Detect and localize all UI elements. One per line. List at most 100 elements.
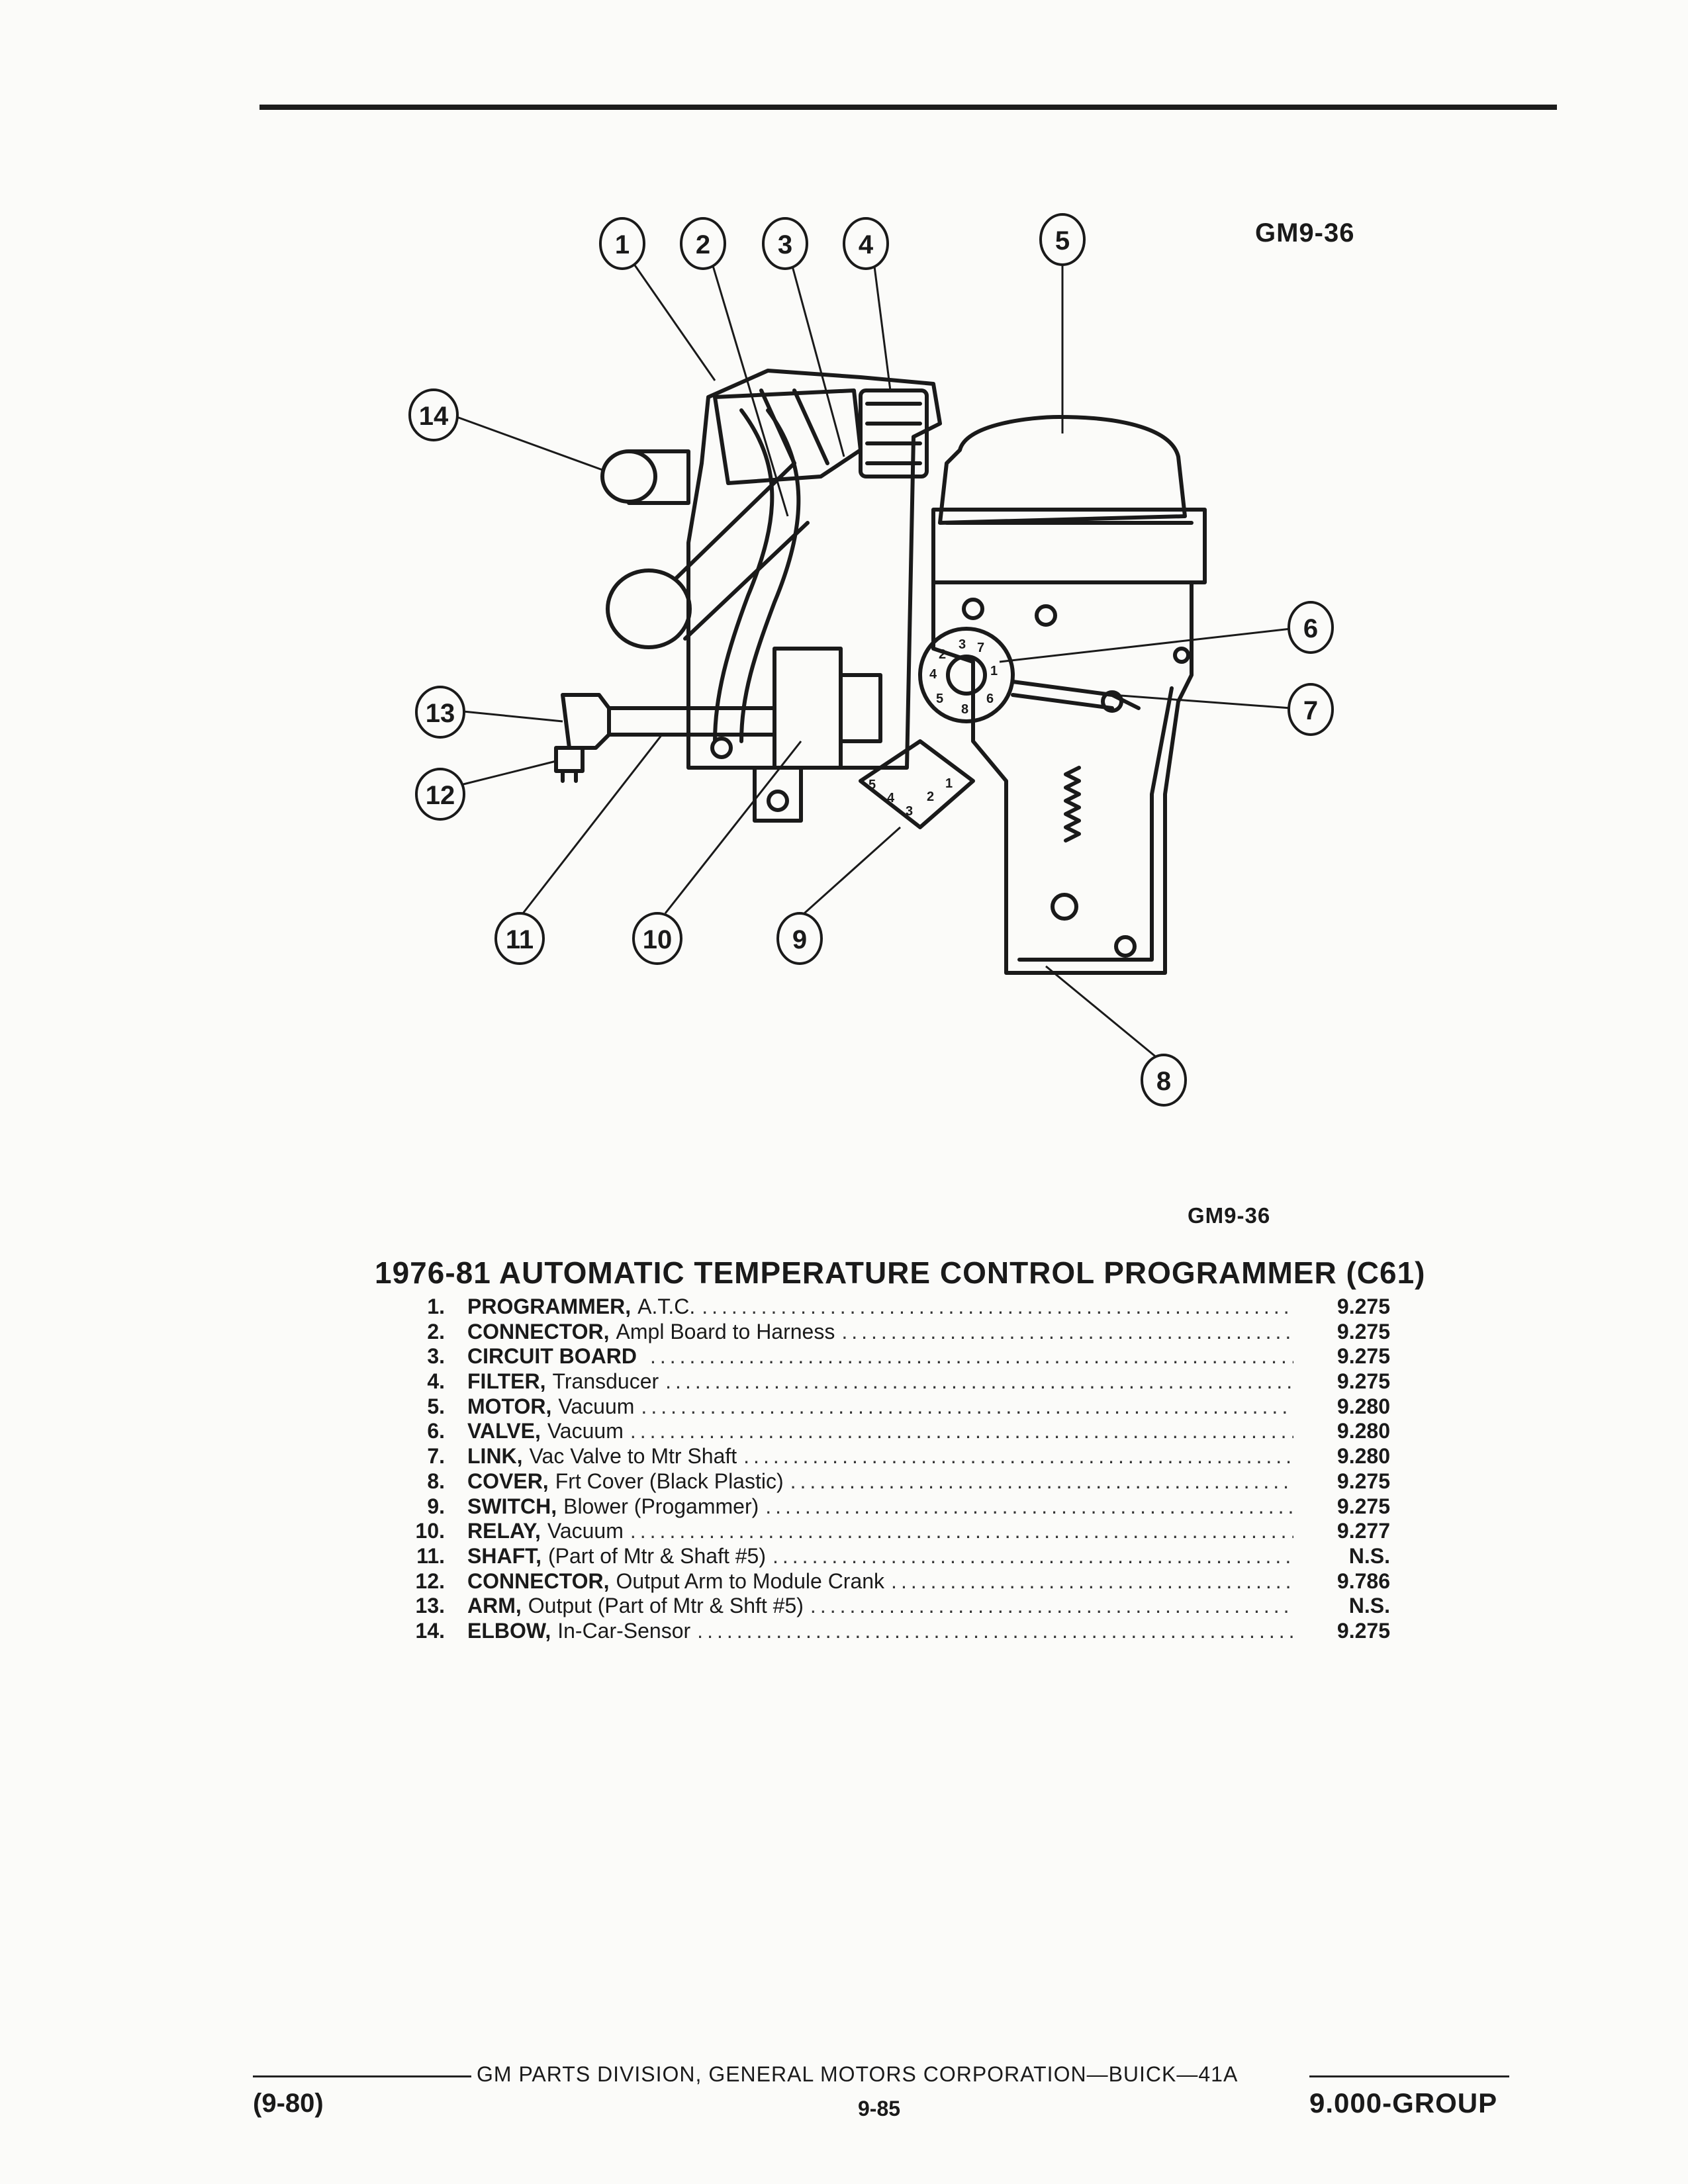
part-reference: 9.280: [1336, 1394, 1390, 1418]
part-reference: 9.275: [1336, 1295, 1390, 1318]
dot-leader: [891, 1569, 1293, 1594]
part-description: Blower (Progammer): [563, 1494, 759, 1518]
part-number: 3.: [427, 1344, 445, 1369]
part-reference: 9.275: [1336, 1469, 1390, 1493]
part-name: CONNECTOR,: [467, 1569, 610, 1593]
part-description: Vac Valve to Mtr Shaft: [529, 1444, 737, 1469]
parts-list: 1.PROGRAMMER,A.T.C.9.2752.CONNECTOR,Ampl…: [397, 1295, 1390, 1644]
part-description: Vacuum: [558, 1394, 635, 1418]
svg-text:14: 14: [419, 402, 449, 431]
dot-leader: [773, 1544, 1293, 1569]
footer-date: (9-80): [253, 2089, 324, 2118]
dot-leader: [630, 1419, 1293, 1443]
programmer-diagram: 2 3 7 4 1 5 8 6 5 4 3 2 1 1 2 3 4 5: [408, 213, 1334, 1107]
part-reference: 9.277: [1336, 1519, 1390, 1543]
part-description: (Part of Mtr & Shaft #5): [548, 1543, 766, 1568]
front-cover: [931, 580, 1194, 975]
transducer-filter: [859, 388, 929, 478]
svg-text:7: 7: [1303, 696, 1318, 725]
shaft: [607, 706, 776, 737]
svg-text:13: 13: [426, 699, 455, 728]
vacuum-hose: [713, 408, 774, 743]
parts-list-row: 8.COVER,Frt Cover (Black Plastic)9.275: [397, 1469, 1390, 1494]
part-name: COVER,: [467, 1469, 549, 1493]
footer-rule-right: [1309, 2075, 1509, 2077]
part-reference: 9.275: [1336, 1618, 1390, 1643]
part-description: Output (Part of Mtr & Shft #5): [528, 1594, 804, 1618]
pin-label: 8: [961, 702, 968, 717]
spring: [1064, 766, 1081, 842]
parts-list-row: 7.LINK,Vac Valve to Mtr Shaft9.280: [397, 1444, 1390, 1469]
part-reference: 9.275: [1336, 1319, 1390, 1343]
part-number: 4.: [427, 1369, 445, 1394]
callout-7: 7: [1288, 683, 1334, 736]
blower-switch: [859, 739, 975, 829]
dot-leader: [810, 1594, 1293, 1618]
part-description: Vacuum: [547, 1419, 624, 1443]
dot-leader: [702, 1295, 1293, 1319]
vacuum-relay: [773, 647, 843, 770]
figure-code-top: GM9-36: [1255, 218, 1355, 248]
dot-leader: [743, 1444, 1293, 1469]
part-description: Output Arm to Module Crank: [616, 1569, 885, 1593]
top-rule: [259, 105, 1557, 110]
svg-text:5: 5: [1055, 226, 1070, 255]
pin-label: 7: [977, 641, 984, 655]
part-reference: 9.275: [1336, 1494, 1390, 1518]
in-car-sensor-elbow: [600, 449, 657, 504]
callout-11: 11: [494, 912, 545, 965]
part-name: FILTER,: [467, 1369, 546, 1394]
parts-list-row: 13.ARM,Output (Part of Mtr & Shft #5)N.S…: [397, 1594, 1390, 1619]
part-name: PROGRAMMER,: [467, 1295, 632, 1318]
part-name: VALVE,: [467, 1419, 541, 1443]
dot-leader: [841, 1320, 1293, 1344]
parts-list-row: 10.RELAY,Vacuum9.277: [397, 1519, 1390, 1544]
parts-list-title: 1976-81 AUTOMATIC TEMPERATURE CONTROL PR…: [375, 1255, 1426, 1290]
parts-list-row: 1. PROGRAMMER,A.T.C. 9.275: [397, 1295, 1390, 1320]
part-name: SHAFT,: [467, 1543, 541, 1568]
svg-text:6: 6: [1303, 614, 1318, 643]
dot-leader: [765, 1494, 1293, 1519]
part-number: 1.: [427, 1295, 445, 1318]
parts-list-row: 9.SWITCH,Blower (Progammer)9.275: [397, 1494, 1390, 1520]
part-number: 8.: [427, 1469, 445, 1493]
pin-label: 6: [986, 692, 994, 706]
dot-leader: [641, 1394, 1293, 1419]
dot-leader: [665, 1369, 1293, 1394]
parts-list-row: 12.CONNECTOR,Output Arm to Module Crank9…: [397, 1569, 1390, 1594]
callout-12: 12: [415, 768, 465, 821]
part-number: 6.: [427, 1419, 445, 1443]
part-name: LINK,: [467, 1444, 523, 1469]
pin-label: 3: [959, 637, 966, 652]
svg-text:3: 3: [778, 230, 792, 259]
pin-label: 2: [939, 647, 946, 662]
part-description: A.T.C.: [637, 1295, 696, 1318]
part-number: 9.: [427, 1494, 445, 1518]
part-number: 7.: [427, 1444, 445, 1469]
callout-13: 13: [415, 686, 465, 739]
callout-5: 5: [1039, 213, 1086, 266]
callout-4: 4: [843, 217, 889, 270]
svg-text:1: 1: [615, 230, 630, 259]
callouts: 1 2 3 4 5 6 7 8 9 10 11 12 13 14: [408, 213, 1334, 1107]
part-reference: 9.275: [1336, 1369, 1390, 1394]
part-reference: N.S.: [1348, 1594, 1390, 1618]
footer-publisher: GM PARTS DIVISION, GENERAL MOTORS CORPOR…: [477, 2062, 1239, 2086]
part-description: Vacuum: [547, 1519, 624, 1543]
part-name: CONNECTOR,: [467, 1319, 610, 1343]
part-number: 11.: [416, 1543, 445, 1568]
parts-list-row: 4.FILTER,Transducer9.275: [397, 1369, 1390, 1394]
switch-terminal-label: 2: [927, 790, 934, 804]
switch-terminal-label: 5: [868, 778, 876, 792]
pin-label: 1: [990, 664, 998, 678]
svg-text:2: 2: [696, 230, 710, 259]
part-number: 10.: [415, 1519, 445, 1543]
vacuum-motor: [938, 415, 1187, 525]
dot-leader: [790, 1469, 1293, 1494]
part-number: 13.: [415, 1594, 445, 1618]
parts-list-row: 11.SHAFT,(Part of Mtr & Shaft #5)N.S.: [397, 1544, 1390, 1569]
callout-1: 1: [599, 217, 645, 270]
part-name: CIRCUIT BOARD: [467, 1344, 637, 1369]
vacuum-valve: [918, 627, 1015, 723]
dot-leader: [650, 1344, 1293, 1369]
